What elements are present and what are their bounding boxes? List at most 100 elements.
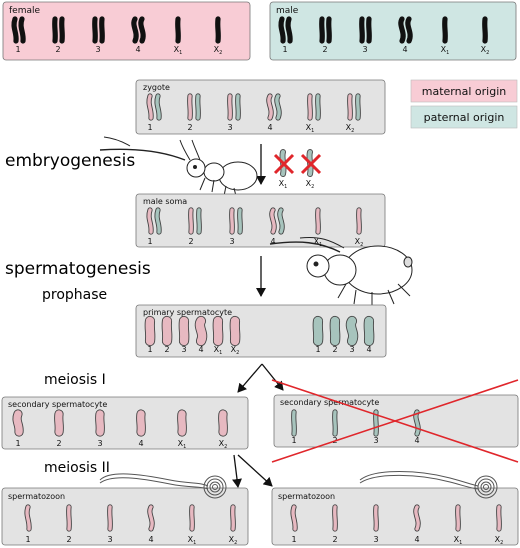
- female-title: female: [9, 6, 40, 16]
- male-soma-title: male soma: [143, 197, 187, 206]
- chromosome: [11, 16, 19, 44]
- chromosome: [348, 94, 352, 120]
- chromosome-label: X1: [174, 45, 183, 56]
- chromosome-label: X2: [214, 45, 223, 56]
- chromosome: [96, 410, 104, 436]
- embryogenesis-label: embryogenesis: [5, 151, 135, 171]
- chromosome: [188, 94, 192, 120]
- red-cross-icon: [271, 379, 519, 463]
- chromosome: [316, 208, 320, 234]
- chromosome: [374, 505, 378, 531]
- chromosome: [346, 316, 358, 346]
- chromosome: [162, 316, 172, 346]
- chromosome: [238, 208, 242, 234]
- arrow-icon: [237, 454, 273, 487]
- chromosome-label: 4: [366, 345, 371, 354]
- chromosome: [291, 505, 297, 531]
- chromosome-label: 1: [147, 123, 152, 132]
- chromosome: [138, 16, 146, 44]
- chromosome-label: X1: [454, 535, 463, 546]
- chromosome: [92, 16, 98, 44]
- chromosome: [442, 16, 448, 44]
- chromosome: [292, 410, 296, 436]
- chromosome: [333, 505, 337, 531]
- chromosome: [357, 208, 361, 234]
- chromosome-label: 2: [322, 45, 327, 54]
- chromosome-label: 1: [15, 45, 20, 54]
- chromosome-label: 2: [164, 345, 169, 354]
- chromosome-label: 3: [97, 439, 102, 448]
- chromosome-label: 4: [135, 45, 140, 54]
- chromosome-label: X1: [188, 535, 197, 546]
- chromosome: [196, 94, 200, 120]
- meiosis-1-label: meiosis I: [44, 372, 106, 388]
- chromosome: [230, 316, 240, 346]
- chromosome: [267, 94, 273, 120]
- chromosome: [25, 505, 31, 531]
- spermatozoon-left-title: spermatozoon: [8, 492, 65, 501]
- chromosome-label: X2: [231, 345, 240, 356]
- secondary-spermatocyte-right-title: secondary spermatocyte: [280, 398, 379, 407]
- chromosome: [179, 316, 189, 346]
- chromosome: [456, 505, 460, 531]
- chromosome-label: 2: [332, 345, 337, 354]
- chromosome: [230, 208, 234, 234]
- chromosome: [148, 505, 154, 531]
- chromosome: [195, 316, 207, 346]
- red-cross-icon: [273, 153, 295, 175]
- sperm-tail-icon: [359, 471, 498, 499]
- chromosome-label: 3: [362, 45, 367, 54]
- legend-paternal-label: paternal origin: [424, 111, 505, 124]
- chromosome-label: 4: [138, 439, 143, 448]
- chromosome-label: 1: [315, 345, 320, 354]
- chromosome-label: 1: [25, 535, 30, 544]
- chromosome-label: 4: [267, 123, 272, 132]
- red-cross-icon: [300, 153, 322, 175]
- chromosome-label: X1: [306, 123, 315, 134]
- chromosome-label: 4: [414, 436, 419, 445]
- chromosome: [219, 410, 227, 436]
- chromosome: [270, 208, 276, 234]
- chromosome-label: X2: [219, 439, 228, 450]
- secondary-spermatocyte-left-title: secondary spermatocyte: [8, 400, 107, 409]
- chromosome: [326, 16, 332, 44]
- primary-spermatocyte-title: primary spermatocyte: [143, 308, 232, 317]
- chromosome: [137, 410, 145, 436]
- chromosome-label: 2: [56, 439, 61, 448]
- chromosome: [228, 94, 232, 120]
- chromosome-label: 3: [95, 45, 100, 54]
- chromosome: [178, 410, 186, 436]
- chromosome: [308, 94, 312, 120]
- chromosome: [330, 316, 340, 346]
- spermatogenesis-label: spermatogenesis: [5, 259, 151, 279]
- chromosome: [398, 16, 406, 44]
- chromosome-label: 4: [402, 45, 407, 54]
- chromosome: [482, 16, 488, 44]
- chromosome: [190, 505, 194, 531]
- chromosome-label: 4: [148, 535, 153, 544]
- springtail-icon: [99, 136, 258, 197]
- chromosome-label: 4: [414, 535, 419, 544]
- chromosome: [275, 94, 281, 120]
- chromosome-label: 2: [55, 45, 60, 54]
- chromosome: [18, 16, 26, 44]
- chromosome: [359, 16, 365, 44]
- female-chromosomes: 1 2 3 4 X1 X2: [11, 16, 223, 56]
- chromosome-label: X1: [178, 439, 187, 450]
- legend-paternal-swatch: [410, 105, 518, 129]
- chromosome: [197, 208, 201, 234]
- chromosome-label: 2: [187, 123, 192, 132]
- chromosome: [366, 16, 372, 44]
- lost-x2-label: X2: [306, 179, 315, 190]
- chromosome-label: 4: [198, 345, 203, 354]
- chromosome-label: 3: [181, 345, 186, 354]
- chromosome: [313, 316, 323, 346]
